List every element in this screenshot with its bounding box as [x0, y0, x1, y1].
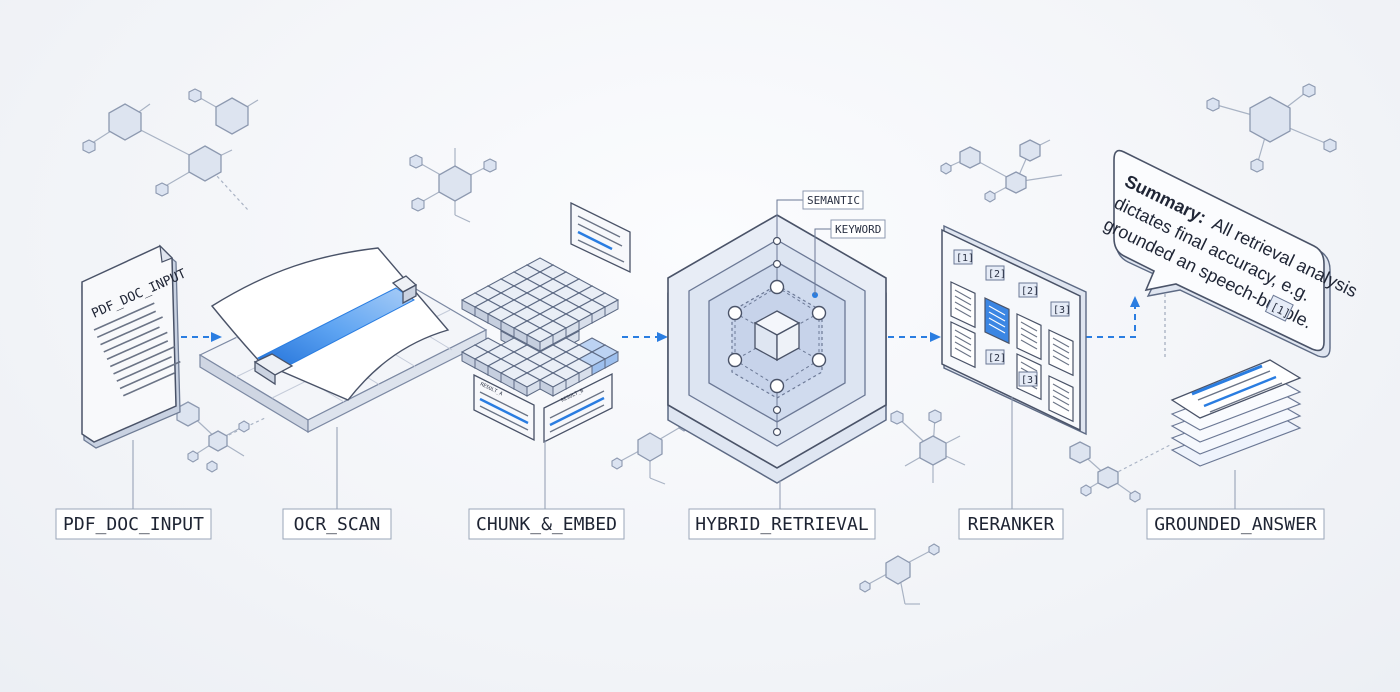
- connector-pdf-to-ocr: [148, 332, 222, 342]
- connector-retrieval-to-reranker: [888, 332, 941, 342]
- stage-label-chunk: CHUNK_&_EMBED: [468, 508, 625, 540]
- reranker-badges: [1] [2] [2] [3] [2] [3]: [953, 249, 1071, 387]
- reranker-rank-badge-text: [2]: [1021, 286, 1039, 297]
- reranker-doc-card: [1016, 313, 1042, 361]
- molecule-cluster-top-right-a: [940, 139, 1063, 203]
- semantic-tag: SEMANTIC: [776, 190, 864, 215]
- molecule-cluster-right-bottom: [1069, 441, 1171, 503]
- molecule-cluster-top-right-b: [1206, 83, 1337, 173]
- reranker-cards: [950, 281, 1074, 423]
- stage-label-retrieval-text: HYBRID_RETRIEVAL: [695, 514, 869, 535]
- molecule-cluster-bottom-center: [859, 543, 940, 605]
- reranker-rank-badge: [2]: [985, 265, 1006, 281]
- answer-speech-bubble: Summary: All retrieval analysis dictates…: [1101, 149, 1361, 358]
- stage-label-pdf-text: PDF_DOC_INPUT: [63, 514, 204, 535]
- reranker-rank-badge-text: [1]: [956, 253, 974, 264]
- molecule-cluster-top-left: [82, 88, 259, 211]
- grounded-answer-illustration: Summary: All retrieval analysis dictates…: [1101, 149, 1361, 467]
- molecule-cluster-center-bottom-right: [890, 409, 966, 483]
- connector-chunk-to-retrieval: [622, 332, 668, 342]
- reranker-doc-card: [984, 297, 1010, 345]
- reranker-rank-badge-text: [3]: [1021, 375, 1039, 386]
- molecule-cluster-left-bottom: [176, 401, 266, 473]
- embedding-grid: [460, 257, 620, 397]
- reranker-doc-card: [950, 321, 976, 369]
- stage-label-chunk-text: CHUNK_&_EMBED: [476, 514, 617, 535]
- keyword-tag: KEYWORD: [814, 219, 886, 295]
- reranker-rank-badge: [2]: [985, 349, 1006, 365]
- reranker-doc-card: [950, 281, 976, 329]
- stage-label-answer-text: GROUNDED_ANSWER: [1154, 514, 1317, 535]
- keyword-tag-label: KEYWORD: [835, 223, 881, 236]
- stage-label-ocr: OCR_SCAN: [282, 508, 392, 540]
- stage-label-answer: GROUNDED_ANSWER: [1146, 508, 1325, 540]
- molecule-cluster-center-bottom-left: [611, 419, 690, 485]
- reranker-rank-badge-text: [2]: [988, 269, 1006, 280]
- stage-label-rerank: RERANKER: [958, 508, 1064, 540]
- pdf-text-lines: [93, 302, 181, 397]
- reranker-doc-card: [1048, 329, 1074, 377]
- result-card-top: [570, 201, 631, 274]
- reranker-rank-badge: [3]: [1050, 301, 1071, 317]
- reranker-doc-card: [1048, 375, 1074, 423]
- ocr-scanner-illustration: [198, 247, 488, 434]
- retrieval-nodes: [727, 236, 827, 437]
- label-stems: [132, 397, 1236, 509]
- reranker-rank-badge: [1]: [953, 249, 974, 265]
- reranker-rank-badge-text: [3]: [1053, 305, 1071, 316]
- answer-doc-stack: [1170, 359, 1302, 467]
- chunk-embed-illustration: RESULT_A RESULT_B: [460, 201, 631, 444]
- embedding-cube: [512, 372, 542, 397]
- embedding-cube: [538, 372, 568, 397]
- stage-label-rerank-text: RERANKER: [968, 514, 1055, 535]
- connector-reranker-to-answer: [1086, 296, 1140, 338]
- reranker-rank-badge-text: [2]: [988, 353, 1006, 364]
- stage-label-ocr-text: OCR_SCAN: [294, 514, 381, 535]
- embedding-cube: [525, 327, 555, 352]
- stage-label-pdf: PDF_DOC_INPUT: [55, 508, 212, 540]
- reranker-rank-badge: [3]: [1018, 371, 1039, 387]
- pdf-document-illustration: PDF_DOC_INPUT: [81, 244, 189, 449]
- stage-label-retrieval: HYBRID_RETRIEVAL: [688, 508, 876, 540]
- molecule-cluster-top-center: [409, 148, 497, 223]
- reranker-rank-badge: [2]: [1018, 282, 1039, 298]
- hybrid-retrieval-illustration: SEMANTIC KEYWORD: [667, 190, 887, 484]
- reranker-illustration: [1] [2] [2] [3] [2] [3]: [941, 224, 1087, 436]
- semantic-tag-label: SEMANTIC: [807, 194, 860, 207]
- retrieval-core-cube: [753, 310, 801, 362]
